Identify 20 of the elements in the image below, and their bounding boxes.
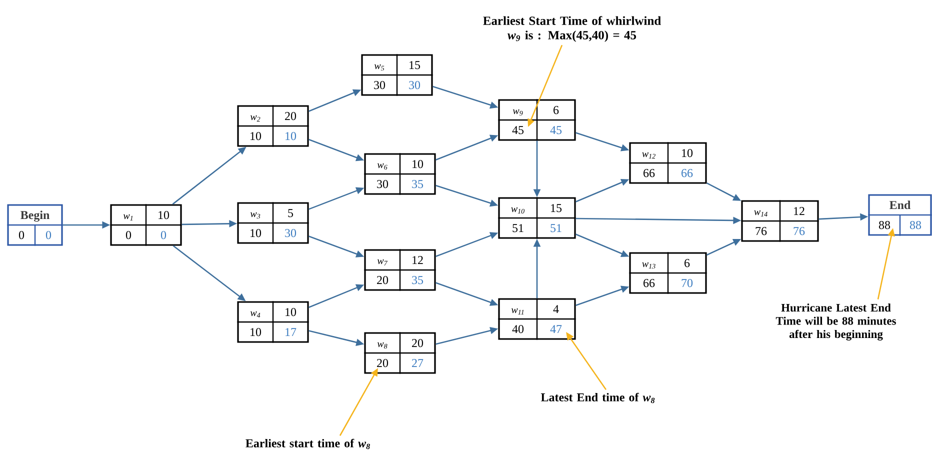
activity-box: w$_{13}$ 6 66 70 — [629, 252, 707, 294]
activity-box: w$_{3}$ 5 10 30 — [237, 202, 309, 244]
annotation-text: Earliest Start Time of whirlwind w$_{9}$ is : Max(45,40) = 45 — [483, 16, 661, 42]
activity-box: Begin 0 0 — [7, 204, 63, 246]
activity-box: End 88 88 — [868, 194, 932, 236]
annotation-text: Earliest start time of w$_{8}$ — [246, 438, 370, 450]
annotation-text: Latest End time of w$_{8}$ — [540, 392, 655, 404]
activity-box: w$_{11}$ 4 40 47 — [498, 298, 576, 340]
activity-box: w$_{9}$ 6 45 45 — [498, 99, 576, 141]
activity-box: w$_{14}$ 12 76 76 — [741, 200, 819, 242]
activity-box: w$_{2}$ 20 10 10 — [237, 105, 309, 147]
activity-box: w$_{10}$ 15 51 51 — [498, 197, 576, 239]
annotation-text: Hurricane Latest End Time will be 88 minutes after his beginning — [776, 304, 896, 340]
activity-box: w$_{12}$ 10 66 66 — [629, 142, 707, 184]
activity-box: w$_{4}$ 10 10 17 — [237, 301, 309, 343]
activity-box: w$_{5}$ 15 30 30 — [361, 54, 433, 96]
activity-box: w$_{6}$ 10 30 35 — [364, 153, 436, 195]
activity-box: w$_{8}$ 20 20 27 — [364, 332, 436, 374]
activity-box: w$_{7}$ 12 20 35 — [364, 249, 436, 291]
activity-box: w$_{1}$ 10 0 0 — [110, 204, 182, 246]
